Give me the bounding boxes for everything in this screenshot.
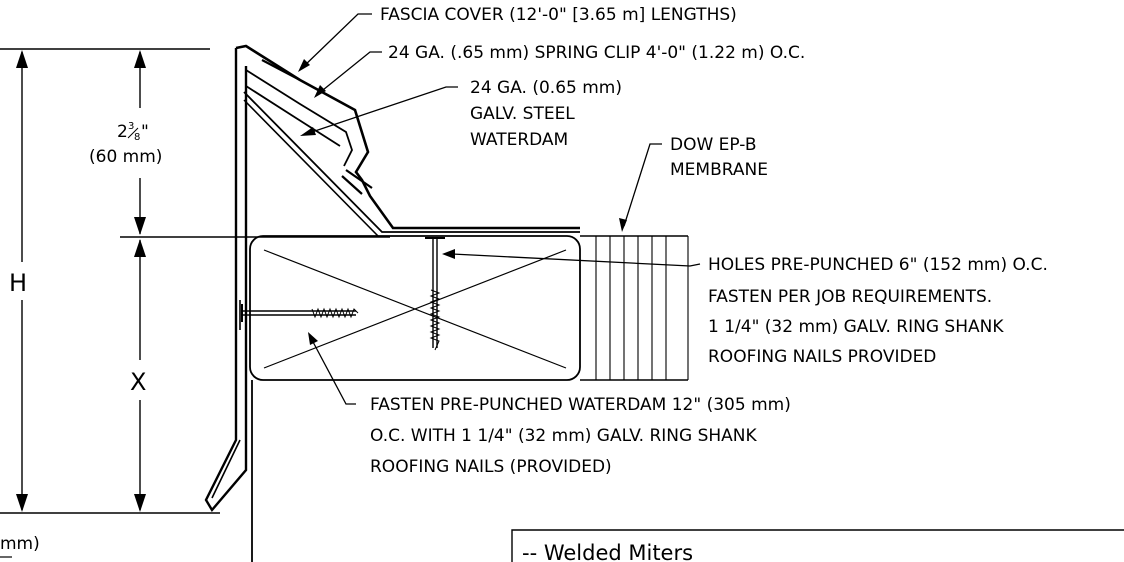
wood-nailer (249, 235, 581, 381)
svg-text:8: 8 (134, 132, 140, 143)
fascia-cover-profile (235, 44, 580, 230)
leader-waterdam (300, 86, 458, 136)
svg-text:": " (141, 122, 149, 142)
membrane-block (580, 235, 689, 381)
dimension-x (134, 239, 146, 512)
dimension-h-label: H (9, 269, 27, 297)
waterdam-slope-inner (243, 99, 379, 237)
label-fasten-line1: FASTEN PRE-PUNCHED WATERDAM 12" (305 mm) (370, 395, 791, 415)
dimension-top (120, 50, 390, 238)
leader-fasten (308, 332, 356, 405)
label-holes-line4: ROOFING NAILS PROVIDED (708, 347, 936, 367)
waterdam-profile (245, 69, 353, 470)
label-waterdam-line3: WATERDAM (470, 130, 568, 150)
nailer-cross-2 (263, 249, 567, 369)
leader-spring-clip (314, 51, 382, 98)
dimension-h (0, 48, 220, 514)
label-holes-line2: FASTEN PER JOB REQUIREMENTS. (708, 287, 992, 307)
label-membrane-line1: DOW EP-B (670, 135, 757, 155)
svg-text:(60 mm): (60 mm) (89, 147, 162, 167)
label-membrane-line2: MEMBRANE (670, 160, 768, 180)
leader-fascia-cover (298, 13, 372, 72)
svg-text:3: 3 (128, 121, 134, 132)
spring-clip-profile (261, 59, 373, 195)
leader-membrane (619, 143, 662, 232)
label-fasten-line2: O.C. WITH 1 1/4" (32 mm) GALV. RING SHAN… (370, 426, 757, 446)
svg-text:2: 2 (117, 122, 128, 142)
label-waterdam-line2: GALV. STEEL (470, 104, 575, 124)
label-waterdam-line1: 24 GA. (0.65 mm) (470, 78, 622, 98)
dimension-bottom-partial: mm) (0, 534, 40, 554)
label-spring-clip: 24 GA. (.65 mm) SPRING CLIP 4'-0" (1.22 … (388, 43, 805, 63)
dimension-x-label: X (130, 368, 146, 396)
fascia-face-inner (211, 300, 241, 499)
vertical-ring-shank-nail (425, 237, 445, 351)
label-holes-line3: 1 1/4" (32 mm) GALV. RING SHANK (708, 317, 1004, 337)
label-holes-line1: HOLES PRE-PUNCHED 6" (152 mm) O.C. (708, 255, 1048, 275)
label-fascia-cover: FASCIA COVER (12'-0" [3.65 m] LENGTHS) (380, 5, 737, 25)
label-fasten-line3: ROOFING NAILS (PROVIDED) (370, 457, 612, 477)
welded-miters-panel (511, 529, 1124, 562)
waterdam-slope (243, 91, 580, 233)
welded-miters-title: -- Welded Miters (522, 541, 693, 562)
leader-holes (442, 249, 701, 267)
dimension-top-label: 2 3 8 " (60 mm) (89, 121, 162, 167)
horizontal-ring-shank-nail (241, 304, 359, 322)
